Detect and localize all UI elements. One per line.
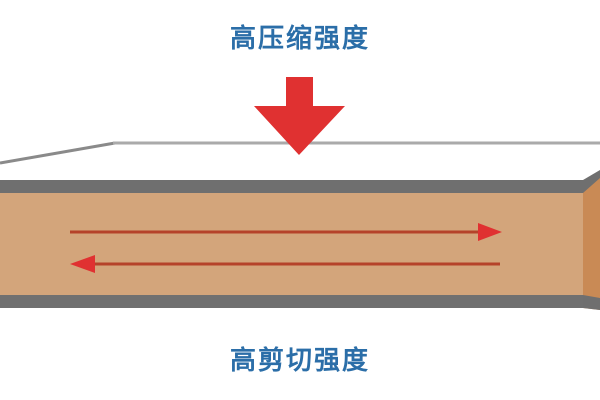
shear-strength-label: 高剪切强度 [229, 346, 370, 376]
slab-top-edge [0, 180, 583, 193]
slab-front-face [0, 193, 583, 295]
right-arrow-icon [70, 223, 502, 241]
slab-back-edge-left [0, 141, 116, 165]
compression-strength-label: 高压缩强度 [229, 24, 370, 54]
slab-side-bottom-edge [583, 295, 600, 310]
left-arrow-icon [70, 255, 500, 273]
slab-bottom-edge [0, 295, 583, 308]
slab-side-face [583, 172, 600, 310]
down-arrow-icon [254, 77, 345, 155]
slab-side-top-edge [583, 170, 600, 193]
